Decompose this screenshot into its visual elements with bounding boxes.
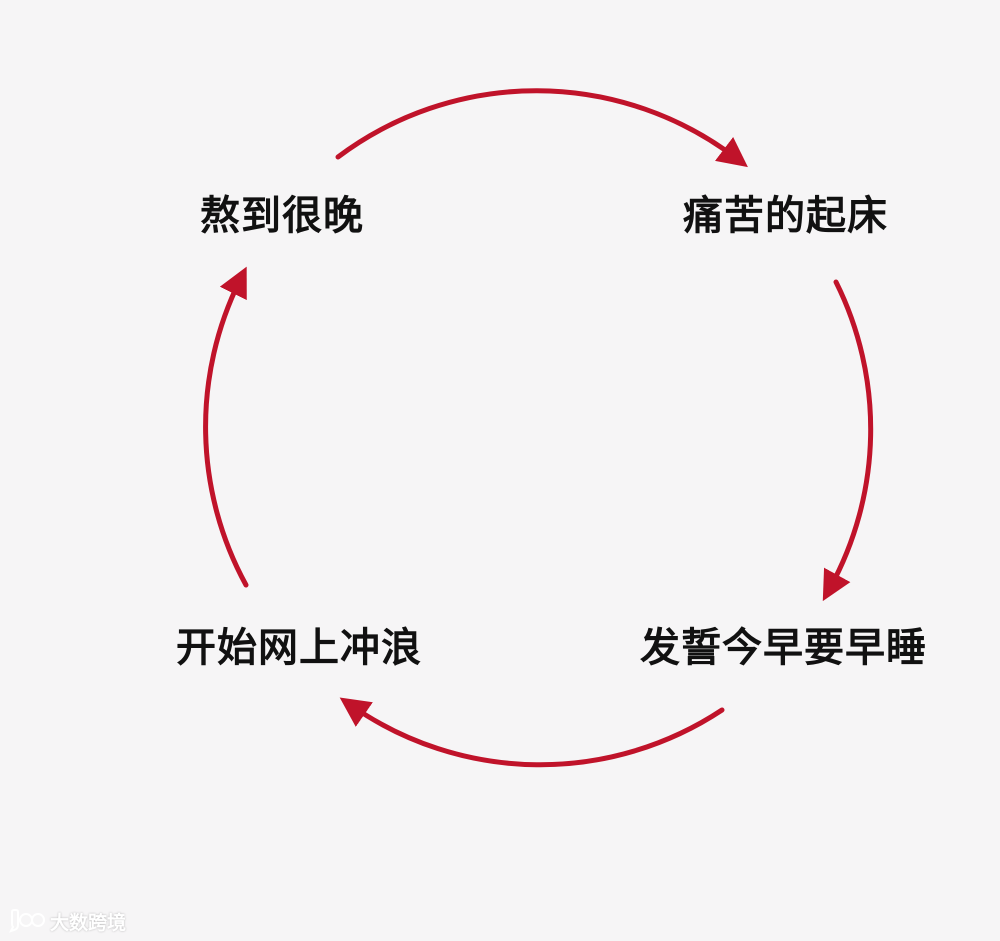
- node-label-vow-sleep-early: 发誓今早要早睡: [640, 625, 927, 671]
- node-label-start-surfing: 开始网上冲浪: [176, 625, 422, 671]
- cycle-arrow-left: [203, 266, 249, 588]
- cycle-arrow-bottom: [339, 697, 725, 768]
- node-label-stay-up-late: 熬到很晚: [200, 193, 364, 239]
- node-label-painful-wake-up: 痛苦的起床: [683, 193, 888, 239]
- chat-bubble-logo-icon: [9, 909, 45, 933]
- watermark-text: 大数跨境: [50, 911, 127, 934]
- cycle-arrow-top: [335, 88, 748, 168]
- watermark: 大数跨境: [8, 908, 126, 934]
- cycle-arrow-right: [822, 279, 874, 602]
